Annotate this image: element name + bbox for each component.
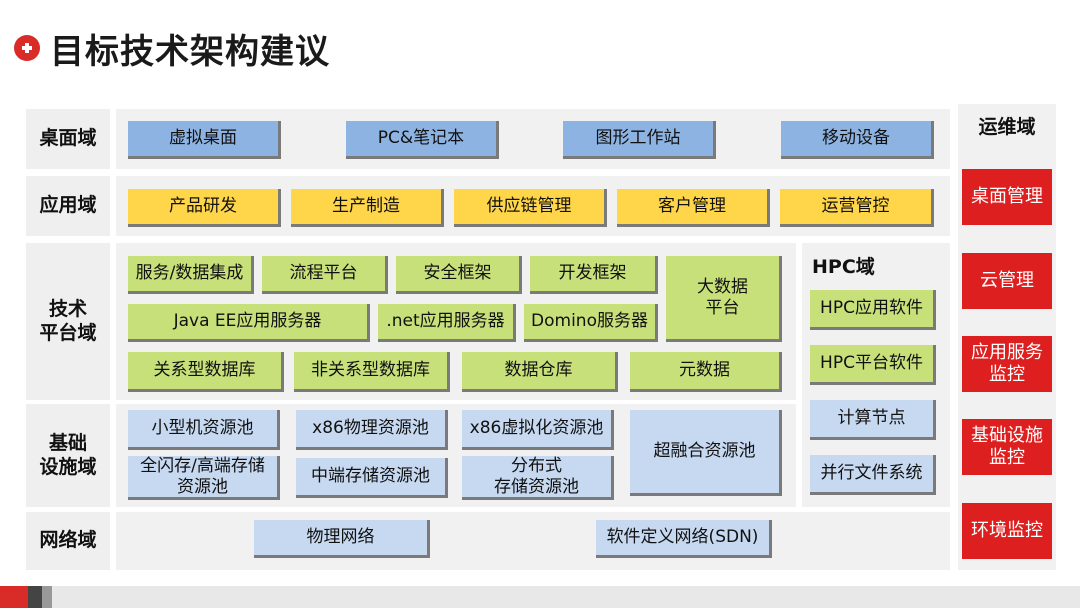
ops-desktop-mgmt: 桌面管理 bbox=[962, 169, 1052, 225]
page-title: 目标技术架构建议 bbox=[50, 32, 330, 72]
infra-flash-storage-pool: 全闪存/高端存储 资源池 bbox=[128, 456, 280, 500]
network-domain-panel bbox=[116, 512, 950, 570]
network-sdn: 软件定义网络(SDN) bbox=[596, 520, 772, 558]
desktop-item-pc-laptop: PC&笔记本 bbox=[346, 121, 499, 159]
footer-bar bbox=[0, 586, 1080, 608]
row-label-network: 网络域 bbox=[26, 512, 110, 570]
platform-security: 安全框架 bbox=[396, 256, 522, 294]
platform-data-warehouse: 数据仓库 bbox=[462, 352, 618, 392]
platform-metadata: 元数据 bbox=[630, 352, 782, 392]
infra-x86-physical-pool: x86物理资源池 bbox=[296, 410, 448, 450]
footer-gray-block bbox=[42, 586, 52, 608]
hpc-compute-node: 计算节点 bbox=[810, 400, 936, 440]
platform-big-data: 大数据 平台 bbox=[666, 256, 782, 342]
app-item-manufacturing: 生产制造 bbox=[291, 189, 444, 227]
app-item-operations: 运营管控 bbox=[780, 189, 934, 227]
platform-domino-server: Domino服务器 bbox=[524, 304, 658, 342]
app-item-supply-chain: 供应链管理 bbox=[454, 189, 607, 227]
app-item-customer-mgmt: 客户管理 bbox=[617, 189, 770, 227]
ops-infra-monitor: 基础设施 监控 bbox=[962, 419, 1052, 475]
platform-dotnet-server: .net应用服务器 bbox=[378, 304, 516, 342]
row-label-desktop: 桌面域 bbox=[26, 109, 110, 169]
hpc-parallel-fs: 并行文件系统 bbox=[810, 455, 936, 495]
network-physical: 物理网络 bbox=[254, 520, 430, 558]
ops-cloud-mgmt: 云管理 bbox=[962, 253, 1052, 309]
desktop-item-virtual-desktop: 虚拟桌面 bbox=[128, 121, 281, 159]
hpc-domain-title: HPC域 bbox=[812, 256, 875, 278]
platform-dev-framework: 开发框架 bbox=[530, 256, 658, 294]
infra-x86-virtual-pool: x86虚拟化资源池 bbox=[462, 410, 614, 450]
platform-javaee-server: Java EE应用服务器 bbox=[128, 304, 370, 342]
ops-app-service-monitor: 应用服务 监控 bbox=[962, 336, 1052, 392]
footer-dark-block bbox=[28, 586, 42, 608]
platform-relational-db: 关系型数据库 bbox=[128, 352, 284, 392]
desktop-item-mobile: 移动设备 bbox=[781, 121, 934, 159]
infra-midrange-storage-pool: 中端存储资源池 bbox=[296, 458, 448, 498]
platform-nonrelational-db: 非关系型数据库 bbox=[294, 352, 450, 392]
infra-distributed-storage-pool: 分布式 存储资源池 bbox=[462, 456, 614, 500]
desktop-item-workstation: 图形工作站 bbox=[563, 121, 716, 159]
row-label-application: 应用域 bbox=[26, 176, 110, 236]
platform-service-integration: 服务/数据集成 bbox=[128, 256, 254, 294]
title-bullet-icon bbox=[14, 35, 40, 61]
hpc-app-software: HPC应用软件 bbox=[810, 290, 936, 330]
infra-hyperconverged-pool: 超融合资源池 bbox=[630, 410, 782, 496]
app-item-product-rd: 产品研发 bbox=[128, 189, 281, 227]
row-label-infrastructure: 基础 设施域 bbox=[26, 404, 110, 507]
footer-red-block bbox=[0, 586, 28, 608]
hpc-platform-software: HPC平台软件 bbox=[810, 345, 936, 385]
platform-process: 流程平台 bbox=[262, 256, 388, 294]
row-label-platform: 技术 平台域 bbox=[26, 243, 110, 400]
ops-domain-title: 运维域 bbox=[978, 116, 1036, 138]
infra-minicomputer-pool: 小型机资源池 bbox=[128, 410, 280, 450]
ops-env-monitor: 环境监控 bbox=[962, 503, 1052, 559]
